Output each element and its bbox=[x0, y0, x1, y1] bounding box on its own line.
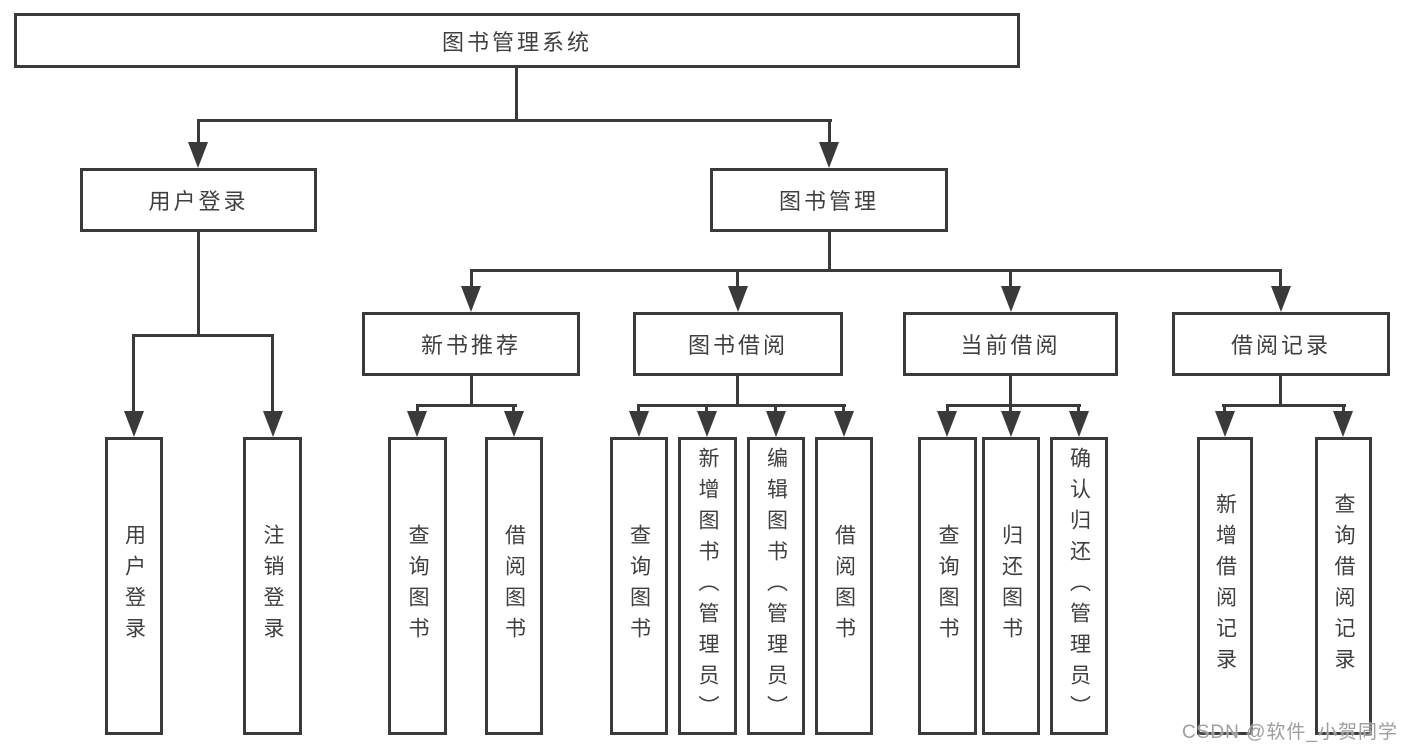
connector-line bbox=[197, 232, 200, 337]
connector-line bbox=[197, 119, 832, 122]
connector-line bbox=[1279, 376, 1282, 407]
connector-line bbox=[416, 404, 517, 407]
node-borrowing-records-label: 借阅记录 bbox=[1230, 333, 1331, 358]
arrowhead-icon bbox=[819, 142, 839, 168]
leaf-return-books: 归还图书 bbox=[982, 437, 1040, 735]
node-user-login-label: 用户登录 bbox=[148, 189, 249, 214]
connector-line bbox=[515, 68, 518, 122]
leaf-user-login-label: 用户登录 bbox=[122, 524, 146, 648]
watermark: CSDN @软件_小贺同学 bbox=[1182, 722, 1398, 743]
arrowhead-icon bbox=[504, 411, 524, 437]
leaf-query-books-current-label: 查询图书 bbox=[936, 524, 959, 648]
connector-line bbox=[828, 119, 831, 149]
arrowhead-icon bbox=[937, 411, 957, 437]
connector-line bbox=[1009, 376, 1012, 407]
arrowhead-icon bbox=[728, 286, 748, 312]
connector-line bbox=[1342, 404, 1345, 416]
connector-line bbox=[271, 334, 274, 416]
arrowhead-icon bbox=[1001, 286, 1021, 312]
arrowhead-icon bbox=[461, 286, 481, 312]
leaf-borrow-books-label: 借阅图书 bbox=[832, 524, 856, 648]
node-new-book-recommend: 新书推荐 bbox=[362, 312, 580, 376]
connector-line bbox=[637, 404, 640, 416]
connector-line bbox=[1222, 404, 1346, 407]
connector-line bbox=[132, 334, 274, 337]
arrowhead-icon bbox=[1215, 411, 1235, 437]
connector-line bbox=[828, 232, 831, 272]
node-book-borrowing: 图书借阅 bbox=[633, 312, 843, 376]
leaf-logout-label: 注销登录 bbox=[261, 524, 284, 648]
node-book-management-label: 图书管理 bbox=[778, 189, 879, 214]
leaf-edit-books-admin: 编辑图书（管理员） bbox=[747, 437, 805, 735]
connector-line bbox=[470, 269, 1282, 272]
leaf-confirm-return-admin-label: 确认归还（管理员） bbox=[1067, 446, 1091, 726]
arrowhead-icon bbox=[697, 411, 717, 437]
leaf-query-borrow-record-label: 查询借阅记录 bbox=[1332, 493, 1355, 679]
leaf-edit-books-admin-label: 编辑图书（管理员） bbox=[764, 446, 788, 726]
connector-line bbox=[736, 376, 739, 407]
connector-line bbox=[946, 404, 949, 416]
node-root-system: 图书管理系统 bbox=[14, 13, 1020, 68]
node-borrowing-records: 借阅记录 bbox=[1172, 312, 1390, 376]
connector-line bbox=[1009, 404, 1012, 416]
arrowhead-icon bbox=[407, 411, 427, 437]
connector-line bbox=[470, 269, 473, 293]
arrowhead-icon bbox=[766, 411, 786, 437]
leaf-query-books-borrowing: 查询图书 bbox=[610, 437, 668, 735]
connector-line bbox=[774, 404, 777, 416]
leaf-borrow-books-recommend: 借阅图书 bbox=[485, 437, 543, 735]
leaf-query-books-recommend: 查询图书 bbox=[388, 437, 447, 735]
node-book-borrowing-label: 图书借阅 bbox=[687, 333, 788, 358]
connector-line bbox=[1077, 404, 1080, 416]
connector-line bbox=[512, 404, 515, 416]
connector-line bbox=[1279, 269, 1282, 293]
leaf-user-login: 用户登录 bbox=[105, 437, 163, 735]
leaf-logout: 注销登录 bbox=[243, 437, 302, 735]
arrowhead-icon bbox=[1069, 411, 1089, 437]
connector-line bbox=[197, 119, 200, 149]
connector-line bbox=[946, 404, 1081, 407]
leaf-query-borrow-record: 查询借阅记录 bbox=[1315, 437, 1372, 735]
leaf-query-books-borrowing-label: 查询图书 bbox=[627, 524, 651, 648]
arrowhead-icon bbox=[629, 411, 649, 437]
leaf-confirm-return-admin: 确认归还（管理员） bbox=[1050, 437, 1108, 735]
leaf-borrow-books-recommend-label: 借阅图书 bbox=[502, 524, 526, 648]
arrowhead-icon bbox=[1271, 286, 1291, 312]
leaf-add-borrow-record: 新增借阅记录 bbox=[1197, 437, 1253, 735]
node-root-system-label: 图书管理系统 bbox=[441, 29, 592, 55]
connector-line bbox=[132, 334, 135, 416]
arrowhead-icon bbox=[834, 411, 854, 437]
leaf-add-books-admin: 新增图书（管理员） bbox=[678, 437, 737, 735]
node-current-borrowing: 当前借阅 bbox=[903, 312, 1118, 376]
connector-line bbox=[736, 269, 739, 293]
connector-line bbox=[705, 404, 708, 416]
connector-line bbox=[1223, 404, 1226, 416]
node-book-management: 图书管理 bbox=[710, 168, 948, 232]
arrowhead-icon bbox=[124, 411, 144, 437]
leaf-borrow-books: 借阅图书 bbox=[815, 437, 873, 735]
node-new-book-recommend-label: 新书推荐 bbox=[420, 333, 521, 358]
connector-line bbox=[1009, 269, 1012, 293]
arrowhead-icon bbox=[188, 142, 208, 168]
leaf-add-books-admin-label: 新增图书（管理员） bbox=[696, 446, 719, 726]
node-current-borrowing-label: 当前借阅 bbox=[960, 333, 1061, 358]
leaf-query-books-current: 查询图书 bbox=[918, 437, 977, 735]
leaf-add-borrow-record-label: 新增借阅记录 bbox=[1213, 493, 1237, 679]
leaf-return-books-label: 归还图书 bbox=[999, 524, 1023, 648]
connector-line bbox=[842, 404, 845, 416]
node-user-login: 用户登录 bbox=[80, 168, 317, 232]
connector-line bbox=[416, 404, 419, 416]
connector-line bbox=[470, 376, 473, 407]
connector-line bbox=[637, 404, 846, 407]
leaf-query-books-recommend-label: 查询图书 bbox=[406, 524, 429, 648]
arrowhead-icon bbox=[263, 411, 283, 437]
arrowhead-icon bbox=[1001, 411, 1021, 437]
arrowhead-icon bbox=[1333, 411, 1353, 437]
